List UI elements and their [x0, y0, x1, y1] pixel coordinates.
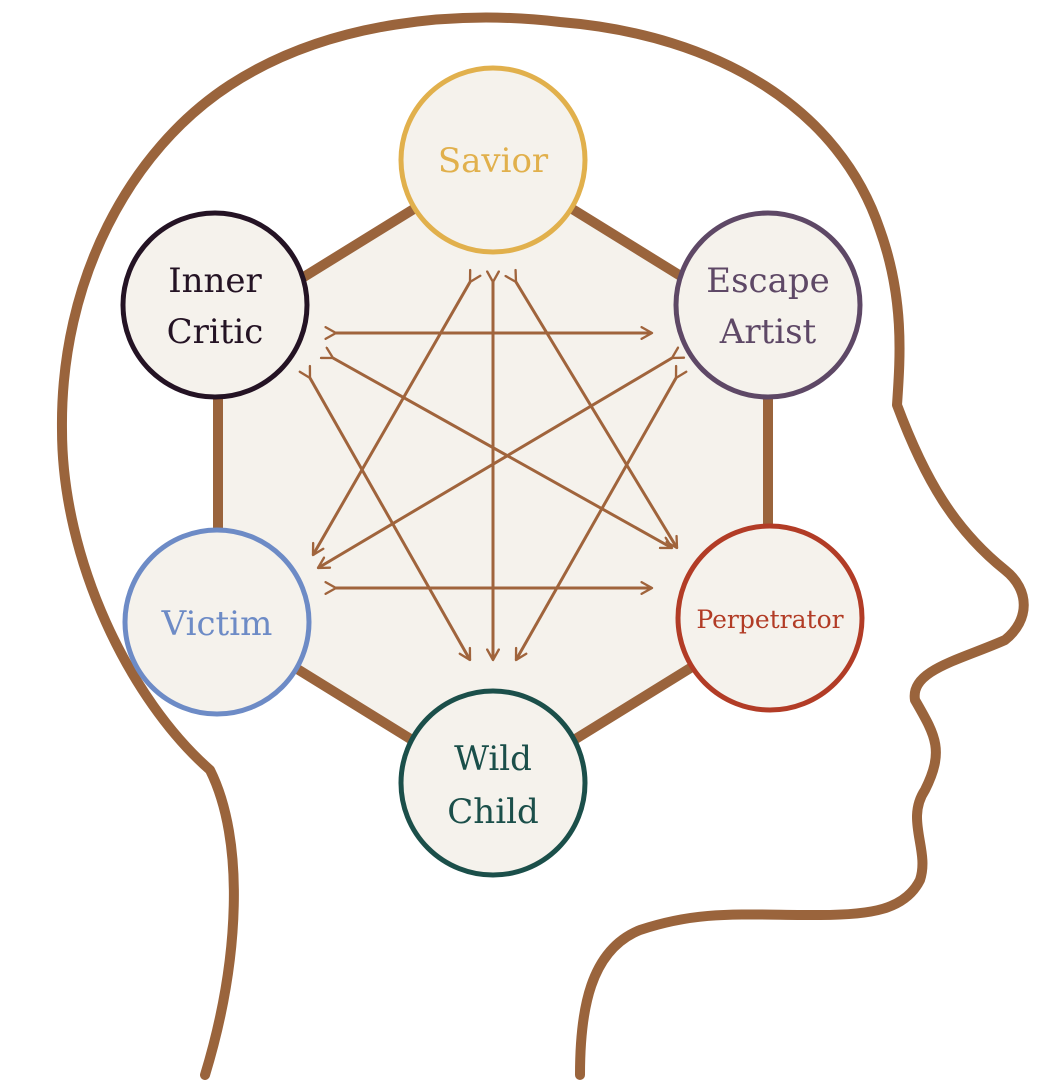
node-perpetrator-label-1: Perpetrator [696, 605, 843, 634]
node-escape-artist-label-2: Artist [719, 312, 817, 352]
node-wild-child-circle [398, 688, 588, 878]
node-wild-child-label-1: Wild [454, 739, 532, 779]
head-outline-path [56, 12, 1029, 1080]
node-inner-critic-circle [120, 210, 310, 400]
connection-arrows [298, 268, 688, 662]
node-escape-artist-label-1: Escape [706, 261, 829, 301]
node-victim-label-1: Victim [161, 604, 273, 644]
node-inner-critic-label-1: Inner [168, 261, 262, 301]
node-victim: Victim [122, 527, 312, 717]
node-wild-child-label-2: Child [447, 792, 538, 832]
node-savior-circle [398, 65, 588, 255]
node-victim-circle [122, 527, 312, 717]
node-escape-artist-circle [673, 210, 863, 400]
node-perpetrator: Perpetrator [675, 523, 865, 713]
arrow-escape-artist-wild-child [514, 364, 688, 662]
node-perpetrator-circle [675, 523, 865, 713]
node-savior: Savior [398, 65, 588, 255]
head-outline [56, 12, 1029, 1080]
node-escape-artist: Escape Artist [673, 210, 863, 400]
node-inner-critic: Inner Critic [120, 210, 310, 400]
node-inner-critic-label-2: Critic [167, 312, 264, 352]
node-savior-label-1: Savior [438, 141, 549, 181]
node-wild-child: Wild Child [398, 688, 588, 878]
